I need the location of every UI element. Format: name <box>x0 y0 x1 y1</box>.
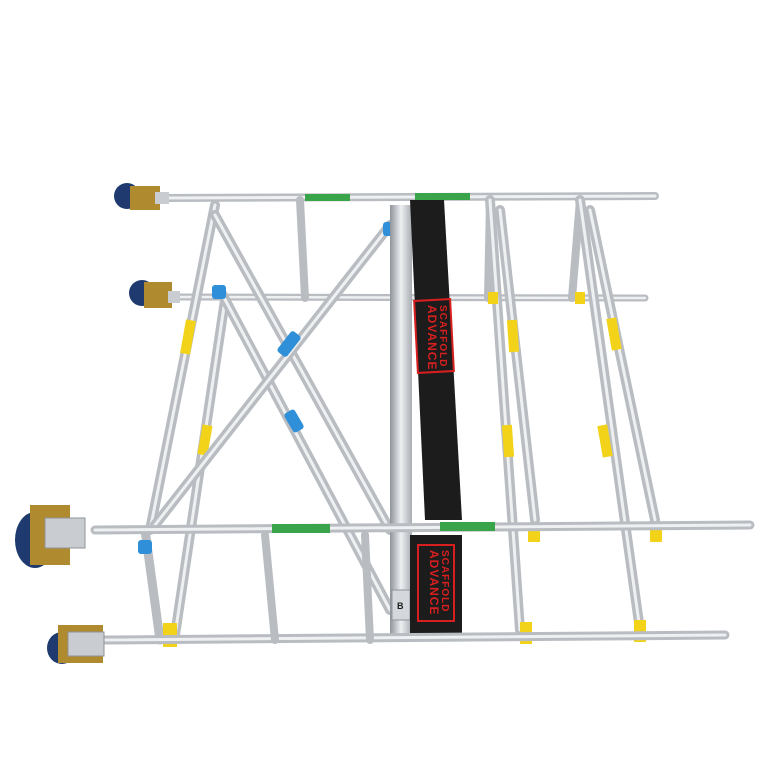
lower-toe-board: ADVANCE SCAFFOLD <box>410 535 462 635</box>
right-ladder-frames <box>485 195 662 644</box>
frame-tag-letter: B <box>397 601 404 611</box>
brand-line-2: SCAFFOLD <box>437 305 448 367</box>
green-band <box>305 194 350 201</box>
castor-wheel-front-lower <box>47 625 105 664</box>
brand-line-1-lower: ADVANCE <box>427 550 441 615</box>
castor-wheel-front-upper <box>15 505 86 568</box>
left-ladder-frame <box>140 200 230 647</box>
brand-line-1: ADVANCE <box>425 305 439 370</box>
castor-wheel-second <box>129 280 180 308</box>
brand-line-2-lower: SCAFFOLD <box>439 550 450 612</box>
front-rails <box>90 520 755 645</box>
yellow-collar <box>180 319 196 355</box>
blue-clamp <box>277 331 301 357</box>
diagonal-braces <box>138 210 408 634</box>
upper-toe-board: ADVANCE SCAFFOLD <box>410 200 462 520</box>
castor-wheel-top <box>114 183 169 210</box>
center-post: B <box>390 205 412 635</box>
